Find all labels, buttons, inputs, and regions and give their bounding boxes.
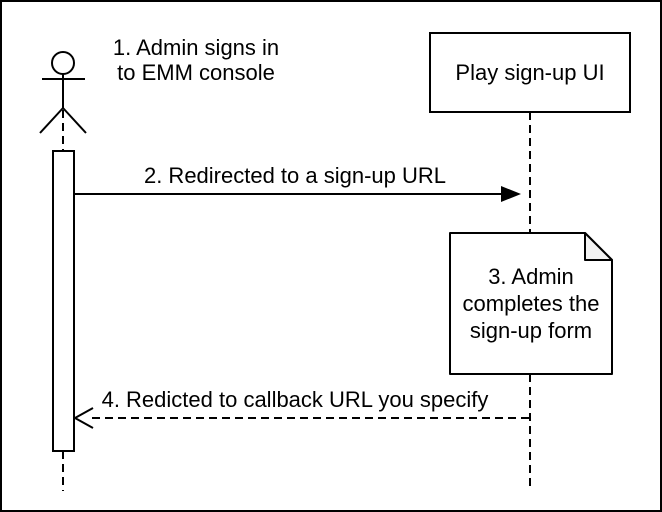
message2-label: 2. Redirected to a sign-up URL — [143, 163, 447, 188]
actor-head — [51, 51, 75, 75]
message2-arrowhead — [501, 186, 521, 202]
note-shape — [449, 232, 613, 375]
participant-box-label: Play sign-up UI — [455, 60, 605, 85]
actor-leg-right — [62, 107, 87, 134]
activation-bar — [52, 150, 75, 452]
actor-leg-left — [39, 107, 64, 134]
actor-title-label: 1. Admin signs in to EMM console — [112, 35, 280, 85]
note-fold — [584, 232, 613, 261]
message4-arrowhead — [72, 407, 94, 429]
participant-box — [429, 32, 631, 113]
note-label: 3. Admin completes the sign-up form — [462, 264, 600, 343]
actor-figure — [39, 51, 87, 134]
message4-label: 4. Redicted to callback URL you specify — [101, 387, 489, 412]
